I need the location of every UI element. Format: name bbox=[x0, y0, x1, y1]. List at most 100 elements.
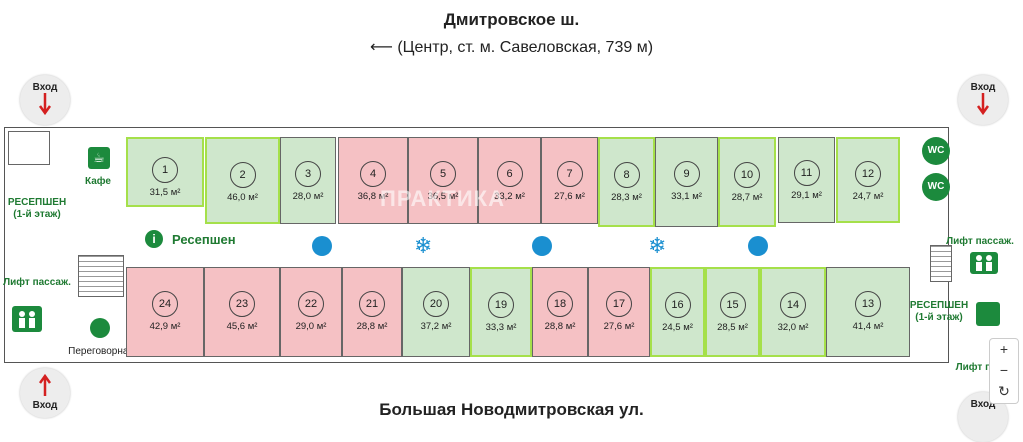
reception-corridor-label: Ресепшен bbox=[172, 232, 236, 247]
lift-icon bbox=[12, 306, 42, 332]
room-area: 28,3 м² bbox=[611, 192, 642, 203]
room-number: 23 bbox=[229, 291, 255, 317]
room-number: 19 bbox=[488, 292, 514, 318]
room-number: 17 bbox=[606, 291, 632, 317]
street-top: Дмитровское ш. bbox=[443, 10, 580, 29]
room-area: 32,0 м² bbox=[777, 322, 809, 333]
wc-icon: WC bbox=[922, 173, 950, 201]
room-area: 46,0 м² bbox=[227, 192, 258, 203]
room-8[interactable]: 8 28,3 м² bbox=[598, 137, 655, 227]
room-number: 11 bbox=[793, 160, 820, 186]
room-area: 33,3 м² bbox=[485, 322, 517, 333]
lift-icon bbox=[970, 252, 998, 274]
room-area: 41,4 м² bbox=[852, 321, 884, 332]
entry-top-right: Вход bbox=[958, 75, 1008, 125]
room-7[interactable]: 7 27,6 м² bbox=[541, 137, 598, 224]
cafe-label: Кафе bbox=[85, 176, 111, 187]
room-number: 18 bbox=[547, 291, 573, 317]
room-3[interactable]: 3 28,0 м² bbox=[280, 137, 336, 224]
street-bottom: Большая Новодмитровская ул. bbox=[379, 400, 644, 419]
room-23[interactable]: 23 45,6 м² bbox=[204, 267, 280, 357]
street-top-direction: ⟵ (Центр, ст. м. Савеловская, 739 м) bbox=[0, 37, 1023, 57]
arrow-down-icon bbox=[38, 93, 52, 116]
entry-top-left: Вход bbox=[20, 75, 70, 125]
room-4[interactable]: 4 36,8 м² bbox=[338, 137, 408, 224]
room-11[interactable]: 11 29,1 м² bbox=[778, 137, 835, 223]
watermark: ПРАКТИКА bbox=[380, 186, 505, 211]
room-area: 33,2 м² bbox=[494, 191, 525, 202]
room-area: 28,0 м² bbox=[292, 191, 324, 202]
room-22[interactable]: 22 29,0 м² bbox=[280, 267, 342, 357]
entry-label: Вход bbox=[32, 400, 58, 411]
room-1[interactable]: 1 31,5 м² bbox=[126, 137, 204, 207]
zoom-in-button[interactable]: + bbox=[999, 341, 1009, 357]
arrow-up-icon bbox=[38, 373, 52, 396]
street-top-direction-text: (Центр, ст. м. Савеловская, 739 м) bbox=[397, 39, 654, 56]
info-icon: i bbox=[145, 230, 163, 248]
arrow-down-icon bbox=[976, 93, 990, 116]
cargo-lift-icon bbox=[976, 302, 1000, 326]
room-number: 10 bbox=[734, 162, 760, 188]
room-area: 31,5 м² bbox=[149, 187, 181, 198]
room-number: 3 bbox=[295, 161, 321, 187]
wc-icon: WC bbox=[922, 137, 950, 165]
room-area: 28,8 м² bbox=[356, 321, 388, 332]
room-area: 42,9 м² bbox=[149, 321, 181, 332]
room-number: 4 bbox=[360, 161, 386, 187]
room-area: 27,6 м² bbox=[554, 191, 585, 202]
room-area: 45,6 м² bbox=[226, 321, 258, 332]
zoom-controls: + − ↻ bbox=[989, 338, 1019, 404]
room-number: 15 bbox=[719, 292, 746, 318]
room-area: 29,1 м² bbox=[791, 190, 822, 201]
meeting-label: Переговорная bbox=[68, 346, 134, 357]
room-number: 21 bbox=[359, 291, 385, 317]
room-number: 20 bbox=[423, 291, 449, 317]
room-2[interactable]: 2 46,0 м² bbox=[205, 137, 280, 224]
room-area: 33,1 м² bbox=[671, 191, 702, 202]
lift-cargo-label: Лифт груз. bbox=[955, 362, 1009, 373]
water-drop-icon bbox=[532, 236, 552, 256]
water-drop-icon bbox=[312, 236, 332, 256]
room-21[interactable]: 21 28,8 м² bbox=[342, 267, 402, 357]
room-number: 7 bbox=[556, 161, 583, 187]
room-number: 5 bbox=[430, 161, 456, 187]
reception-right-label: РЕСЕПШЕН (1-й этаж) bbox=[909, 300, 969, 323]
reception-left-label: РЕСЕПШЕН (1-й этаж) bbox=[7, 197, 67, 220]
room-area: 28,7 м² bbox=[731, 192, 763, 203]
zoom-out-button[interactable]: − bbox=[999, 362, 1009, 378]
lift-left-label: Лифт пассаж. bbox=[3, 277, 71, 288]
room-number: 1 bbox=[152, 157, 178, 183]
entry-bottom-left: Вход bbox=[20, 368, 70, 418]
room-area: 37,2 м² bbox=[420, 321, 452, 332]
room-19[interactable]: 19 33,3 м² bbox=[470, 267, 532, 357]
staircase-right bbox=[930, 245, 952, 282]
meeting-icon bbox=[90, 318, 110, 338]
entry-label: Вход bbox=[32, 82, 58, 93]
stair-block bbox=[8, 131, 50, 165]
room-number: 22 bbox=[298, 291, 324, 317]
room-area: 36,8 м² bbox=[357, 191, 389, 202]
room-20[interactable]: 20 37,2 м² bbox=[402, 267, 470, 357]
reset-view-button[interactable]: ↻ bbox=[998, 383, 1010, 399]
room-area: 24,7 м² bbox=[852, 191, 884, 202]
room-number: 2 bbox=[229, 162, 256, 188]
room-10[interactable]: 10 28,7 м² bbox=[718, 137, 776, 227]
room-area: 24,5 м² bbox=[662, 322, 693, 333]
snowflake-icon: ❄ bbox=[648, 233, 667, 258]
room-area: 36,5 м² bbox=[427, 191, 459, 202]
room-area: 28,5 м² bbox=[717, 322, 748, 333]
room-area: 29,0 м² bbox=[295, 321, 327, 332]
room-15[interactable]: 15 28,5 м² bbox=[705, 267, 760, 357]
room-number: 8 bbox=[613, 162, 640, 188]
room-5[interactable]: 5 36,5 м² bbox=[408, 137, 478, 224]
entry-label: Вход bbox=[970, 399, 996, 410]
